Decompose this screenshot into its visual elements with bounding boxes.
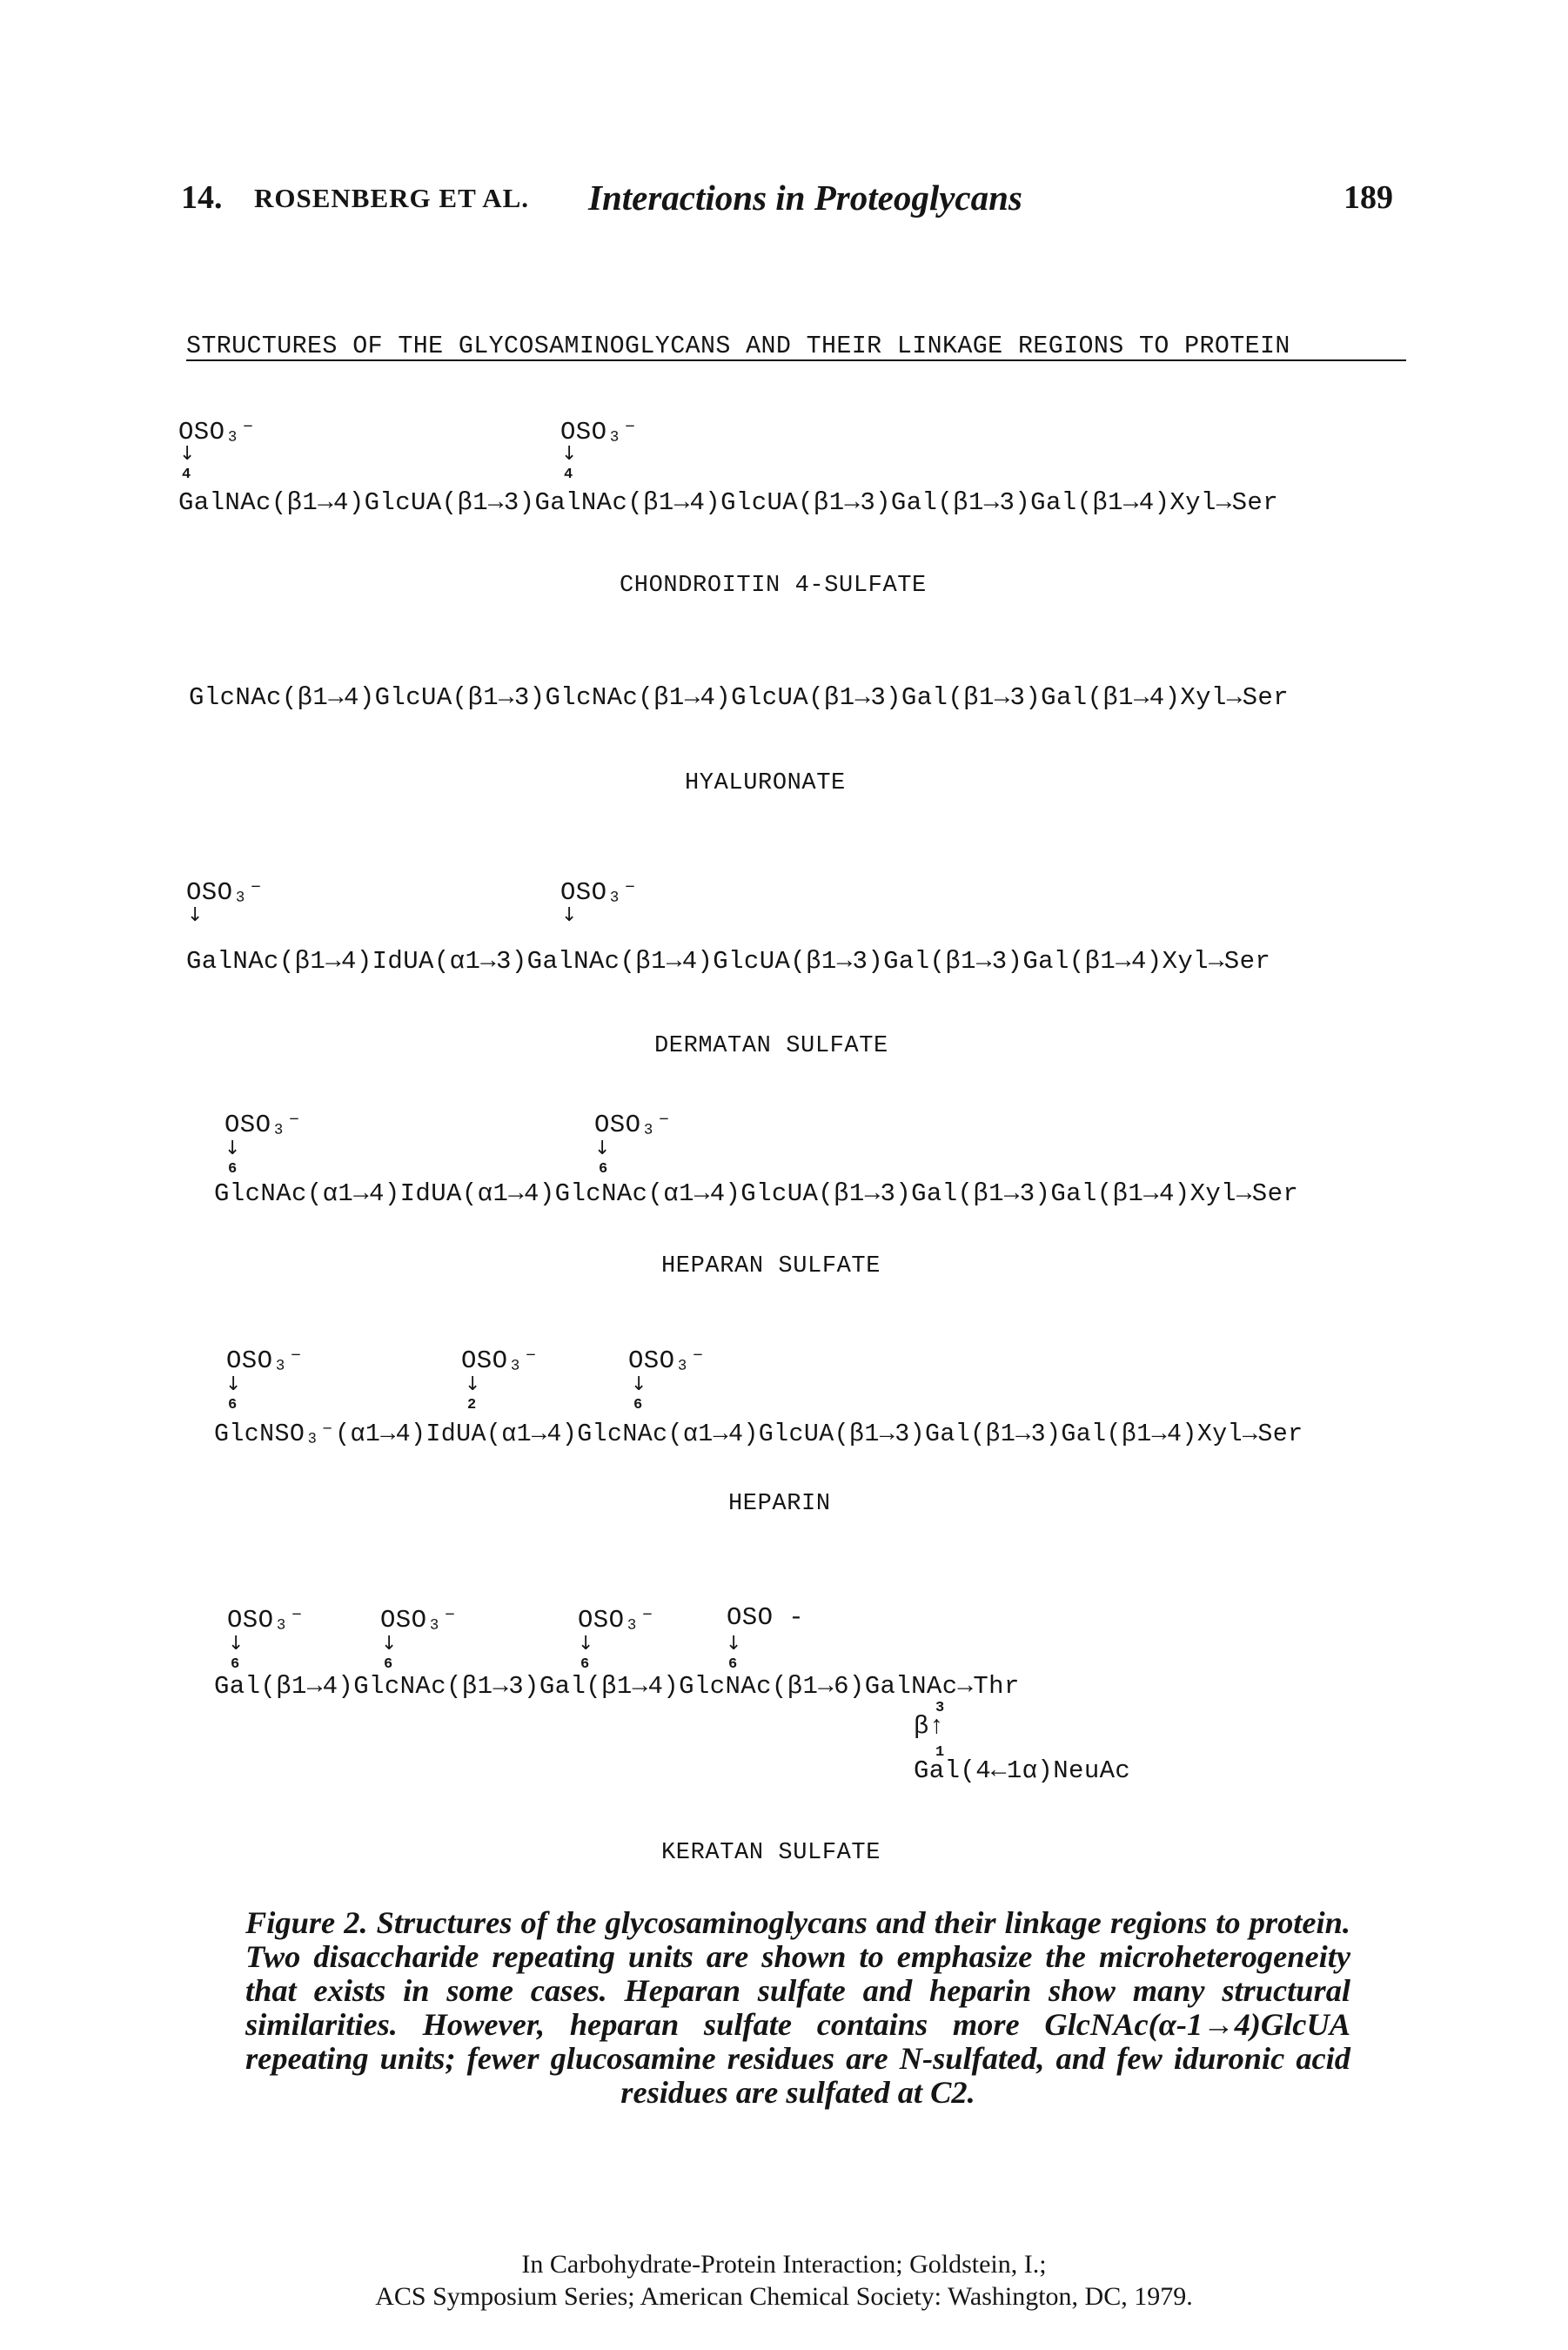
down-arrow-icon: ↓ <box>465 1373 481 1395</box>
glycan-chain: GlcNAc(β1→4)GlcUA(β1→3)GlcNAc(β1→4)GlcUA… <box>189 683 1290 712</box>
sulfate-label: OSO₃⁻ <box>594 1111 673 1139</box>
position-number: 2 <box>467 1397 477 1413</box>
footer-citation-line-1: In Carbohydrate-Protein Interaction; Gol… <box>521 2250 1047 2279</box>
position-number: 6 <box>384 1656 393 1673</box>
position-number: 6 <box>633 1397 643 1413</box>
sulfate-label: OSO₃⁻ <box>380 1606 459 1635</box>
branch-position-number: 3 <box>935 1700 945 1716</box>
sulfate-label: OSO₃⁻ <box>560 878 639 907</box>
page-number: 189 <box>1344 179 1393 216</box>
running-title: Interactions in Proteoglycans <box>588 178 1022 218</box>
sulfate-label: OSO₃⁻ <box>224 1111 303 1139</box>
down-arrow-icon: ↓ <box>224 1138 241 1159</box>
sulfate-label: OSO₃⁻ <box>578 1606 656 1635</box>
structure-name: KERATAN SULFATE <box>661 1840 881 1866</box>
down-arrow-icon: ↓ <box>594 1138 611 1159</box>
sulfate-label: OSO - <box>727 1603 805 1632</box>
down-arrow-icon: ↓ <box>726 1633 742 1655</box>
position-number: 4 <box>564 467 573 483</box>
structure-name: HEPARIN <box>728 1491 831 1517</box>
sulfate-label: OSO₃⁻ <box>186 878 265 907</box>
glycan-chain: GlcNSO₃⁻(α1→4)IdUA(α1→4)GlcNAc(α1→4)GlcU… <box>214 1420 1303 1448</box>
glycan-chain: GalNAc(β1→4)IdUA(α1→3)GalNAc(β1→4)GlcUA(… <box>186 947 1271 976</box>
glycan-chain: Gal(β1→4)GlcNAc(β1→3)Gal(β1→4)GlcNAc(β1→… <box>214 1672 1020 1701</box>
glycan-chain: GalNAc(β1→4)GlcUA(β1→3)GalNAc(β1→4)GlcUA… <box>178 488 1279 517</box>
sulfate-label: OSO₃⁻ <box>461 1346 539 1375</box>
down-arrow-icon: ↓ <box>561 443 578 465</box>
sulfate-label: OSO₃⁻ <box>226 1346 305 1375</box>
down-arrow-icon: ↓ <box>381 1633 398 1655</box>
position-number: 6 <box>580 1656 590 1673</box>
running-authors: ROSENBERG ET AL. <box>254 183 530 213</box>
figure-title: STRUCTURES OF THE GLYCOSAMINOGLYCANS AND… <box>186 332 1290 360</box>
branch-linkage: β↑ <box>914 1712 945 1741</box>
position-number: 6 <box>728 1656 738 1673</box>
sulfate-label: OSO₃⁻ <box>178 418 257 446</box>
structure-name: HEPARAN SULFATE <box>661 1253 881 1279</box>
structure-name: CHONDROITIN 4-SULFATE <box>620 573 927 599</box>
down-arrow-icon: ↓ <box>561 904 578 926</box>
down-arrow-icon: ↓ <box>631 1373 647 1395</box>
position-number: 6 <box>228 1161 238 1178</box>
sulfate-label: OSO₃⁻ <box>560 418 639 446</box>
sulfate-label: OSO₃⁻ <box>628 1346 707 1375</box>
glycan-chain: GlcNAc(α1→4)IdUA(α1→4)GlcNAc(α1→4)GlcUA(… <box>214 1179 1299 1208</box>
position-number: 4 <box>182 467 191 483</box>
down-arrow-icon: ↓ <box>578 1633 594 1655</box>
position-number: 6 <box>231 1656 240 1673</box>
down-arrow-icon: ↓ <box>187 904 204 926</box>
branch-position-number: 1 <box>935 1744 945 1761</box>
position-number: 6 <box>228 1397 238 1413</box>
structure-name: DERMATAN SULFATE <box>654 1033 888 1059</box>
branch-chain: Gal(4←1α)NeuAc <box>914 1756 1131 1785</box>
figure-title-underline <box>186 359 1406 361</box>
figure-caption: Figure 2. Structures of the glycosaminog… <box>245 1905 1350 2110</box>
chapter-number: 14. <box>181 179 223 216</box>
down-arrow-icon: ↓ <box>228 1633 245 1655</box>
footer-citation-line-2: ACS Symposium Series; American Chemical … <box>375 2282 1193 2311</box>
sulfate-label: OSO₃⁻ <box>227 1606 305 1635</box>
down-arrow-icon: ↓ <box>225 1373 242 1395</box>
position-number: 6 <box>599 1161 608 1178</box>
down-arrow-icon: ↓ <box>179 443 196 465</box>
structure-name: HYALURONATE <box>685 770 846 796</box>
